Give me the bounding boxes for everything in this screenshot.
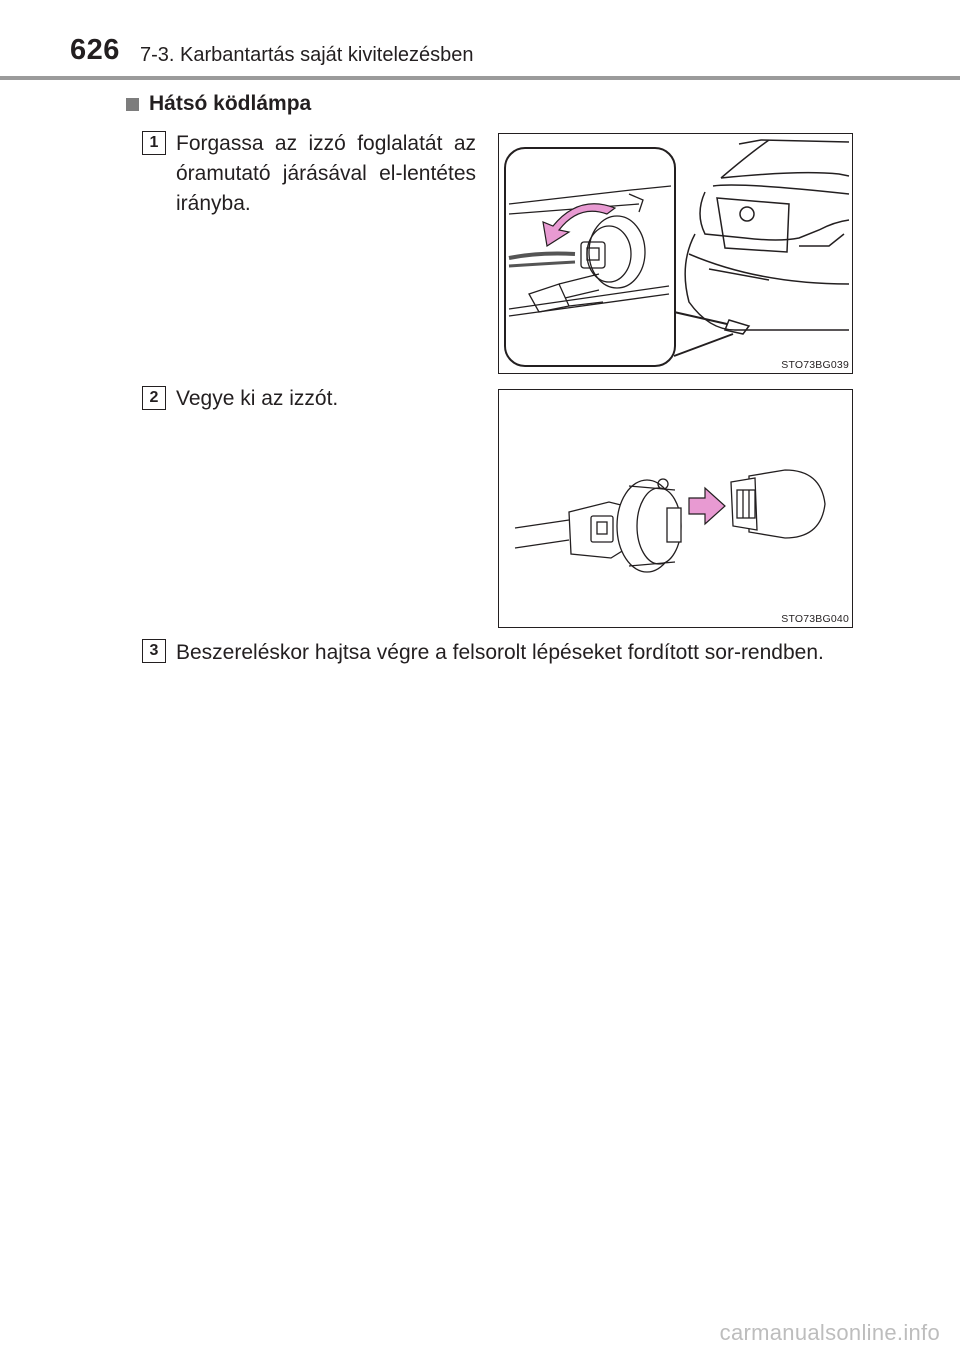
- header-rule: [0, 76, 960, 80]
- page-header: 626 7-3. Karbantartás saját kivitelezésb…: [0, 0, 960, 82]
- figure-code: STO73BG039: [781, 359, 849, 371]
- step-text-1: Forgassa az izzó foglalatát az óramutató…: [176, 132, 476, 215]
- rear-fog-lamp-illustration: [504, 139, 850, 367]
- step-number-3: 3: [142, 639, 166, 663]
- page-number: 626: [70, 34, 120, 66]
- figure-remove-bulb: STO73BG040: [498, 389, 853, 628]
- push-arrow-icon: [688, 486, 726, 526]
- bulb-removal-illustration: [514, 469, 826, 573]
- chapter-title: 7-3. Karbantartás saját kivitelezésben: [140, 44, 474, 66]
- step-text-2: Vegye ki az izzót.: [176, 387, 339, 410]
- figure-rotate-bulb-socket: STO73BG039: [498, 133, 853, 374]
- step-number-1: 1: [142, 131, 166, 155]
- watermark: carmanualsonline.info: [719, 1320, 940, 1345]
- square-bullet-icon: [126, 97, 139, 111]
- step-number-2: 2: [142, 386, 166, 410]
- rotation-arrow-icon: [542, 203, 617, 247]
- figure-code: STO73BG040: [781, 613, 849, 625]
- section-title: Hátsó ködlámpa: [149, 92, 312, 115]
- section-heading: Hátsó ködlámpa: [126, 92, 311, 116]
- step-text-3: Beszereléskor hajtsa végre a felsorolt l…: [176, 641, 824, 664]
